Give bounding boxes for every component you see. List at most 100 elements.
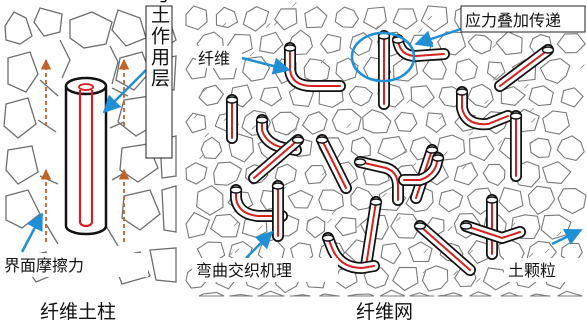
soil-grain (242, 5, 270, 32)
grain-hatch (529, 107, 534, 113)
friction-arrows (40, 58, 130, 242)
fiber (509, 110, 523, 182)
soil-grain (319, 293, 340, 297)
soil-grain (482, 163, 506, 187)
soil-grain (420, 5, 449, 33)
soil-grain (259, 31, 284, 54)
grain-hatch (438, 114, 444, 120)
fiber-end-cap (369, 198, 383, 206)
stress-label: 应力叠加传递 (465, 11, 561, 30)
mechanism-label: 弯曲交织机理 (196, 261, 292, 280)
grain-hatch (234, 248, 240, 253)
friction-callout-arrow (20, 212, 44, 253)
grain-hatch (529, 252, 534, 258)
fiber-end-cap (425, 146, 439, 154)
fiber (455, 86, 514, 131)
soil-grain (301, 111, 328, 135)
grain-hatch (306, 219, 311, 225)
fiber-end-cap (321, 234, 335, 242)
soil-grain (200, 136, 223, 160)
grain-hatch (320, 59, 325, 64)
grain-hatch (233, 221, 239, 227)
grain-hatch (492, 76, 498, 81)
soil-grain (229, 293, 253, 297)
soil-grain (198, 84, 225, 106)
grain-hatch (531, 118, 536, 123)
soil-grain (380, 242, 402, 265)
fiber-core (78, 90, 94, 228)
grain-hatch (221, 22, 227, 28)
layer-label: 筋与土作用层 (148, 0, 170, 89)
grain-hatch (447, 226, 453, 232)
soil-particle-outline (39, 39, 129, 97)
grain-hatch (204, 132, 209, 138)
fiber (459, 220, 526, 244)
fiber-callout-arrow (241, 56, 291, 75)
soil-grain (540, 214, 572, 240)
particle-label: 土颗粒 (508, 261, 556, 280)
stress-label-box (460, 5, 586, 33)
grain-hatch (580, 64, 585, 69)
fiber-column (64, 76, 108, 236)
soil-grain (350, 186, 376, 211)
soil-grain (469, 291, 492, 297)
grain-hatch (484, 99, 489, 105)
soil-particle-outline (69, 11, 113, 49)
soil-grain (335, 57, 359, 82)
soil-grain (306, 216, 326, 239)
grain-hatch (346, 123, 352, 128)
grain-hatch (443, 151, 448, 156)
soil-grain (210, 213, 241, 238)
friction-label: 界面摩擦力 (4, 256, 84, 275)
soil-grain (438, 189, 464, 213)
grain-hatch (476, 277, 481, 283)
grain-hatch (461, 165, 467, 170)
grain-hatch (322, 170, 327, 175)
grain-hatch (327, 218, 332, 224)
soil-grain (541, 161, 572, 184)
grain-hatch (273, 21, 279, 26)
fiber-end-cap (455, 88, 469, 96)
fiber (494, 44, 555, 92)
soil-grain (304, 6, 328, 29)
fiber-label-box (196, 46, 242, 68)
soil-grain (557, 188, 587, 215)
soil-grain (467, 83, 494, 109)
soil-grain (289, 294, 311, 297)
soil-grain (410, 85, 436, 109)
soil-grain (453, 161, 479, 186)
soil-grain (468, 135, 495, 162)
soil-grain (318, 189, 344, 212)
soil-grain (257, 290, 285, 297)
soil-grain (274, 163, 297, 186)
grain-hatch (556, 231, 562, 237)
grain-hatch (382, 192, 387, 198)
soil-grain (349, 32, 373, 57)
soil-particle-outline (111, 9, 147, 47)
soil-particle-outline (33, 7, 63, 37)
soil-grain (557, 290, 583, 297)
grain-hatch (423, 248, 429, 254)
soil-grain (303, 58, 331, 83)
soil-particle-outline (5, 189, 41, 229)
soil-grain (500, 292, 523, 297)
soil-grain (486, 61, 506, 81)
grain-hatch (492, 43, 497, 49)
soil-grain (495, 31, 523, 56)
soil-grain (560, 87, 584, 108)
grain-hatch (228, 252, 233, 257)
fiber (485, 194, 499, 260)
fiber-end-cap (413, 222, 427, 230)
fiber-end-cap (225, 96, 239, 104)
soil-grain (185, 112, 207, 134)
fiber-end-cap (291, 136, 305, 144)
fiber (377, 30, 391, 110)
fiber-end-cap (459, 222, 473, 230)
fiber (360, 196, 383, 272)
grain-hatch (497, 140, 503, 145)
fiber-end-cap (255, 116, 269, 124)
soil-grain (556, 135, 585, 162)
fiber (398, 152, 445, 186)
soil-grain (259, 86, 283, 107)
soil-grain (185, 5, 208, 31)
